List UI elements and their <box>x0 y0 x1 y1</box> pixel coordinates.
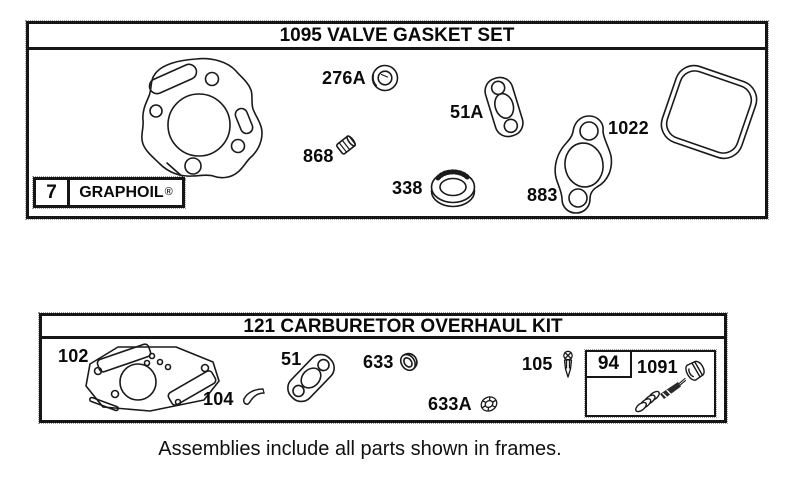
tag-name-text: GRAPHOIL <box>79 183 164 201</box>
caption-text: Assemblies include all parts shown in fr… <box>158 438 562 460</box>
part-label-51a: 51A <box>450 102 484 122</box>
part-label-883: 883 <box>527 185 558 205</box>
carburetor-overhaul-kit-frame: 121 CARBURETOR OVERHAUL KIT <box>38 312 728 424</box>
assembly-94-label-box: 94 <box>585 350 632 378</box>
part-label-338: 338 <box>392 178 423 198</box>
part-label-868: 868 <box>303 146 334 166</box>
part-label-104: 104 <box>203 389 234 409</box>
registered-mark: ® <box>164 185 173 198</box>
part-label-102: 102 <box>58 346 89 366</box>
assembly-94-number: 94 <box>597 353 620 374</box>
part-label-276a: 276A <box>322 68 366 88</box>
part-label-51: 51 <box>281 349 302 369</box>
carburetor-overhaul-kit-title: 121 CARBURETOR OVERHAUL KIT <box>42 316 724 339</box>
part-label-633: 633 <box>363 352 394 372</box>
valve-gasket-set-frame: 1095 VALVE GASKET SET <box>25 20 769 220</box>
graphoil-tag-box: 7 GRAPHOIL® <box>32 176 186 209</box>
part-label-633a: 633A <box>428 394 472 414</box>
tag-number: 7 <box>36 180 70 205</box>
part-label-1022: 1022 <box>608 118 649 138</box>
part-label-1091: 1091 <box>637 357 678 377</box>
tag-name: GRAPHOIL® <box>70 180 182 205</box>
valve-gasket-set-title: 1095 VALVE GASKET SET <box>29 24 765 50</box>
part-label-105: 105 <box>522 354 553 374</box>
